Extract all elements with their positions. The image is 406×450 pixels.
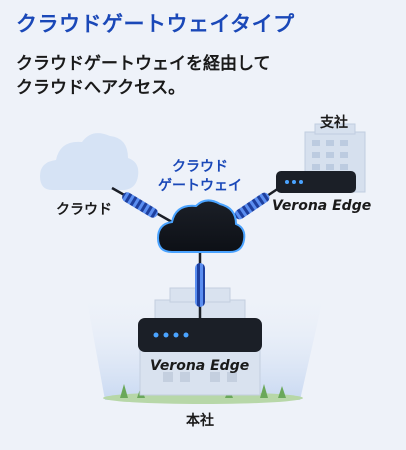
page-subtitle: クラウドゲートウェイを経由して クラウドへアクセス。 [16, 52, 396, 100]
hq-device-icon [138, 318, 262, 352]
gateway-label-line-2: ゲートウェイ [158, 178, 242, 194]
cable-coil-right [234, 192, 270, 220]
gateway-cloud-icon [156, 199, 246, 253]
page-title: クラウドゲートウェイタイプ [16, 12, 295, 36]
branch-device-label: Verona Edge [272, 198, 372, 214]
subtitle-line-1: クラウドゲートウェイを経由して [16, 54, 271, 74]
branch-device-icon [276, 171, 356, 193]
cloud-label: クラウド [56, 202, 112, 218]
gateway-label: クラウド ゲートウェイ [140, 158, 260, 196]
gateway-label-line-1: クラウド [172, 159, 228, 175]
subtitle-line-2: クラウドへアクセス。 [16, 78, 186, 98]
branch-label: 支社 [320, 115, 348, 131]
hq-device-label: Verona Edge [150, 358, 250, 374]
cloud-icon [40, 133, 139, 190]
cable-coil-left [122, 192, 158, 218]
cable-coil-bottom [195, 263, 205, 307]
hq-label: 本社 [186, 413, 214, 429]
